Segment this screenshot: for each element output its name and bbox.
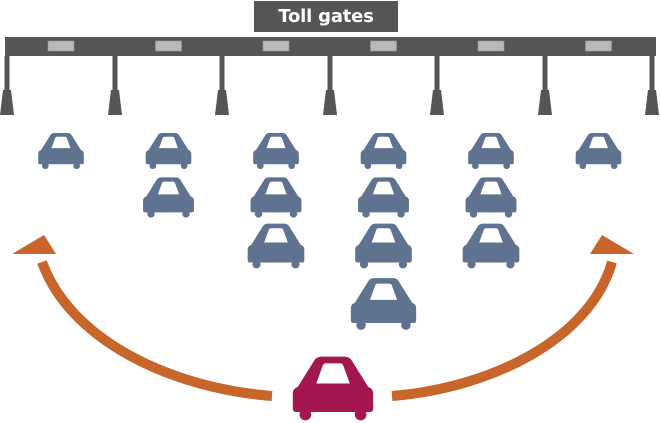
queued-car-lane-2	[145, 132, 192, 170]
gate-post-base	[0, 90, 14, 115]
gate-indicator-light	[155, 40, 182, 52]
gate-post	[542, 56, 548, 92]
gate-post-base	[108, 90, 122, 115]
gate-post-base	[430, 90, 444, 115]
queued-car-lane-2	[143, 177, 194, 218]
queued-car-lane-5	[465, 177, 517, 218]
gate-post	[4, 56, 10, 92]
gate-post-base	[215, 90, 229, 115]
route-arrows	[12, 235, 634, 401]
gantry-beam	[5, 37, 656, 56]
gate-post	[649, 56, 655, 92]
gate-indicator-light	[477, 40, 505, 52]
queued-car-lane-4	[350, 278, 417, 330]
queued-car-lane-3	[253, 132, 299, 170]
title-banner: Toll gates	[254, 1, 398, 32]
gate-post-base	[323, 90, 337, 115]
right-arrowhead-icon	[590, 235, 634, 254]
gate-post	[327, 56, 333, 92]
approaching-car	[292, 356, 374, 421]
left-route-arrow	[37, 260, 273, 401]
gate-indicator-light	[262, 40, 290, 52]
queued-car-lane-3	[250, 177, 302, 218]
queued-car-lane-4	[355, 223, 412, 269]
gate-indicator-light	[585, 40, 612, 52]
gate-post-base	[538, 90, 552, 115]
queued-car-lane-1	[38, 132, 84, 170]
right-route-arrow	[391, 260, 617, 401]
diagram-title: Toll gates	[278, 6, 374, 27]
queued-car-lane-4	[358, 177, 409, 218]
gate-post-base	[645, 90, 659, 115]
queued-car-lane-4	[360, 132, 407, 170]
gate-indicator-light	[47, 40, 75, 52]
queued-car-lane-5	[462, 223, 520, 269]
queued-car-lane-5	[468, 132, 514, 170]
queued-car-lane-3	[247, 223, 305, 269]
gate-post	[434, 56, 440, 92]
gate-post	[219, 56, 225, 92]
left-arrowhead-icon	[12, 235, 56, 254]
queued-cars	[38, 132, 622, 330]
gate-post	[112, 56, 118, 92]
queued-car-lane-6	[575, 132, 622, 170]
gate-indicator-light	[370, 40, 397, 52]
toll-gantry	[0, 37, 659, 115]
